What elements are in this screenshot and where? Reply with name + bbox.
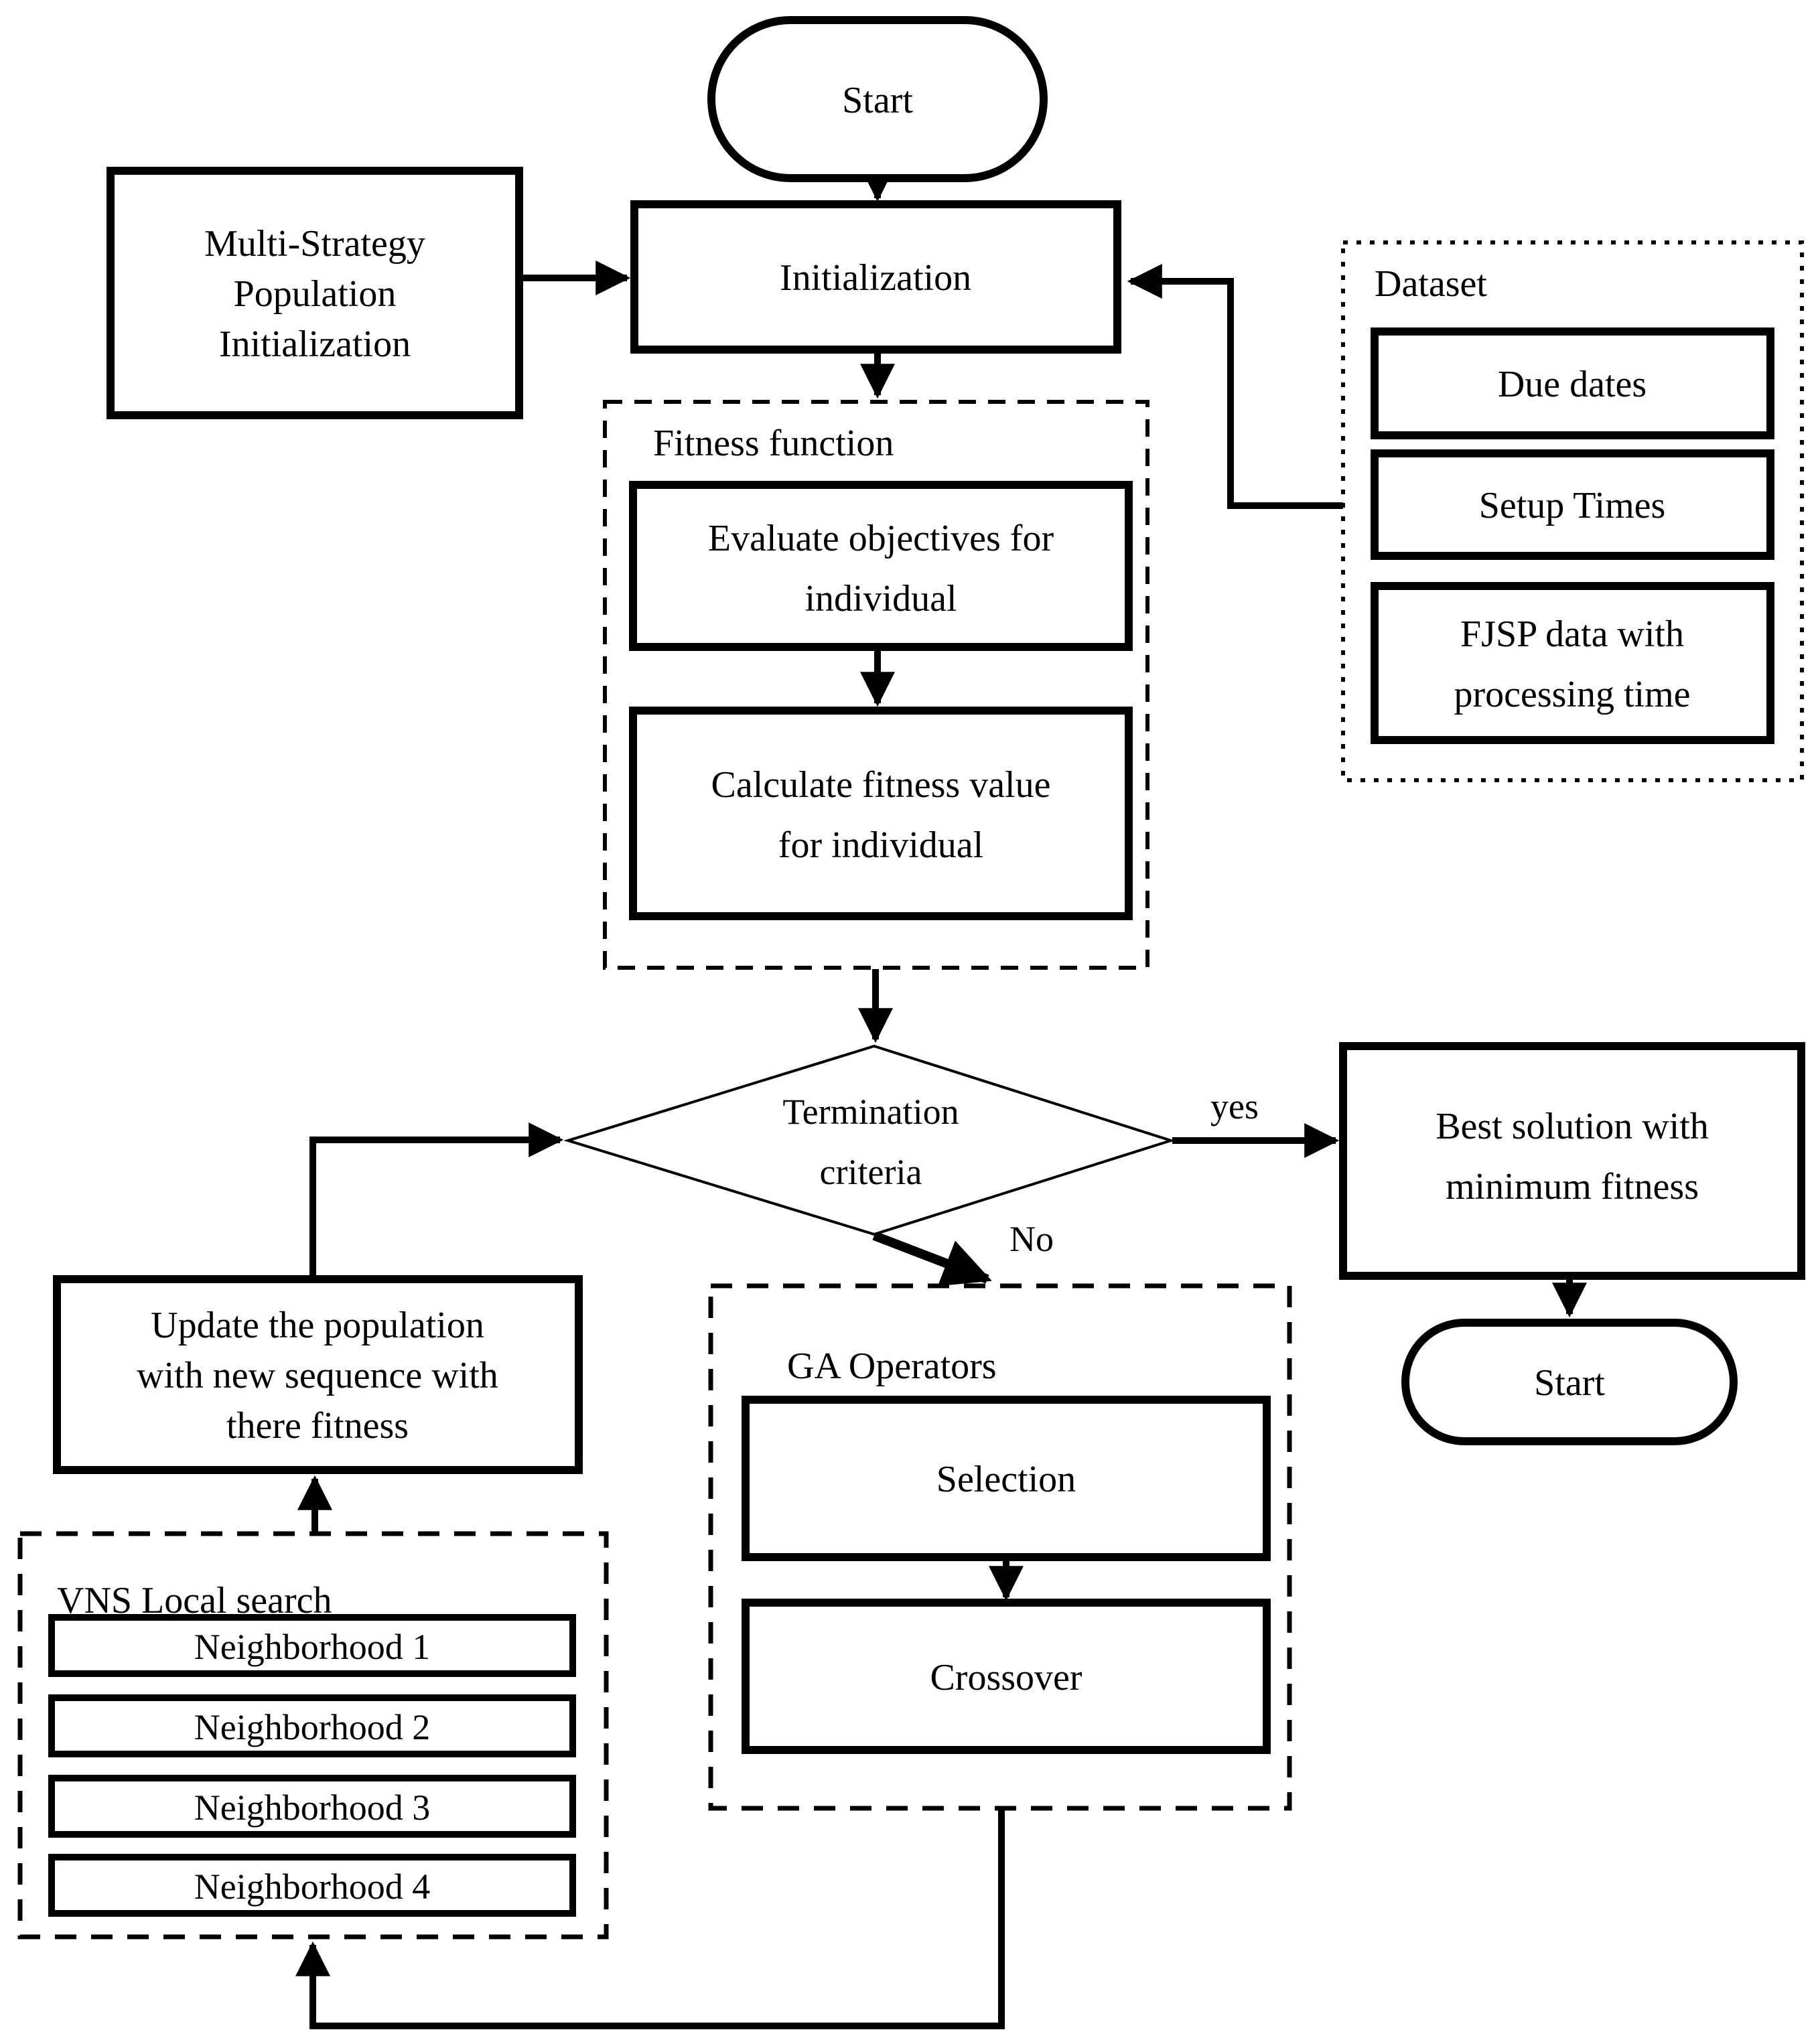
crossover-box — [742, 1599, 1271, 1754]
neighborhood-3-box — [48, 1775, 576, 1838]
termination-line-2: criteria — [820, 1152, 922, 1192]
yes-label: yes — [1210, 1086, 1259, 1126]
neighborhood-1-label: Neighborhood 1 — [194, 1627, 430, 1667]
best-solution-line-1: Best solution with — [1436, 1106, 1709, 1147]
multi-strategy-box — [107, 167, 523, 419]
fitness-function-title: Fitness function — [653, 423, 894, 464]
multi-strategy-line-1: Multi-Strategy — [204, 223, 425, 265]
setup-times-label: Setup Times — [1479, 485, 1666, 526]
setup-times-box — [1371, 449, 1774, 560]
calculate-fitness-line-1: Calculate fitness value — [711, 764, 1051, 806]
neighborhood-2-box — [48, 1694, 576, 1757]
termination-criteria-diamond — [563, 1044, 1176, 1236]
initialization-label: Initialization — [780, 257, 971, 299]
termination-line-1: Termination — [782, 1092, 959, 1132]
start-bottom-label: Start — [1534, 1362, 1605, 1404]
update-population-line-1: Update the population — [151, 1305, 484, 1346]
multi-strategy-line-3: Initialization — [219, 323, 411, 365]
update-population-line-3: there fitness — [226, 1405, 409, 1447]
neighborhood-4-box — [48, 1854, 576, 1917]
dataset-group — [1341, 240, 1804, 782]
start-terminator-bottom — [1401, 1319, 1738, 1445]
fitness-function-group — [603, 400, 1149, 970]
start-top-label: Start — [842, 80, 913, 121]
selection-label: Selection — [936, 1459, 1076, 1500]
neighborhood-2-label: Neighborhood 2 — [194, 1707, 430, 1747]
due-dates-label: Due dates — [1498, 364, 1647, 405]
fjsp-data-line-2: processing time — [1454, 674, 1690, 715]
update-population-box — [53, 1275, 583, 1474]
fjsp-data-box — [1371, 582, 1774, 744]
dataset-title: Dataset — [1375, 263, 1487, 305]
edge-termination-no-arrow — [872, 1231, 992, 1287]
initialization-box — [630, 200, 1121, 354]
fjsp-data-line-1: FJSP data with — [1460, 613, 1684, 655]
crossover-label: Crossover — [930, 1657, 1082, 1698]
edge-ga-to-vns-loop-arrow — [295, 1810, 1005, 2029]
neighborhood-3-label: Neighborhood 3 — [194, 1787, 430, 1828]
best-solution-line-2: minimum fitness — [1446, 1166, 1699, 1208]
update-population-line-2: with new sequence with — [137, 1355, 498, 1396]
ga-operators-title: GA Operators — [787, 1345, 997, 1387]
selection-box — [742, 1396, 1271, 1561]
calculate-fitness-box — [629, 707, 1133, 920]
evaluate-objectives-line-1: Evaluate objectives for — [708, 518, 1054, 559]
neighborhood-4-label: Neighborhood 4 — [194, 1867, 430, 1907]
start-terminator-top — [707, 16, 1048, 182]
edge-update-to-termination-arrow — [309, 1122, 564, 1278]
due-dates-box — [1371, 327, 1774, 439]
ga-operators-group — [708, 1283, 1292, 1811]
evaluate-objectives-box — [629, 481, 1133, 651]
no-label: No — [1009, 1219, 1054, 1259]
neighborhood-1-box — [48, 1614, 576, 1677]
multi-strategy-line-2: Population — [234, 273, 397, 315]
edge-dataset-to-initialization-arrow — [1127, 264, 1343, 509]
vns-local-search-group — [17, 1531, 609, 1940]
evaluate-objectives-line-2: individual — [805, 578, 957, 619]
calculate-fitness-line-2: for individual — [778, 824, 983, 866]
best-solution-box — [1339, 1042, 1805, 1280]
